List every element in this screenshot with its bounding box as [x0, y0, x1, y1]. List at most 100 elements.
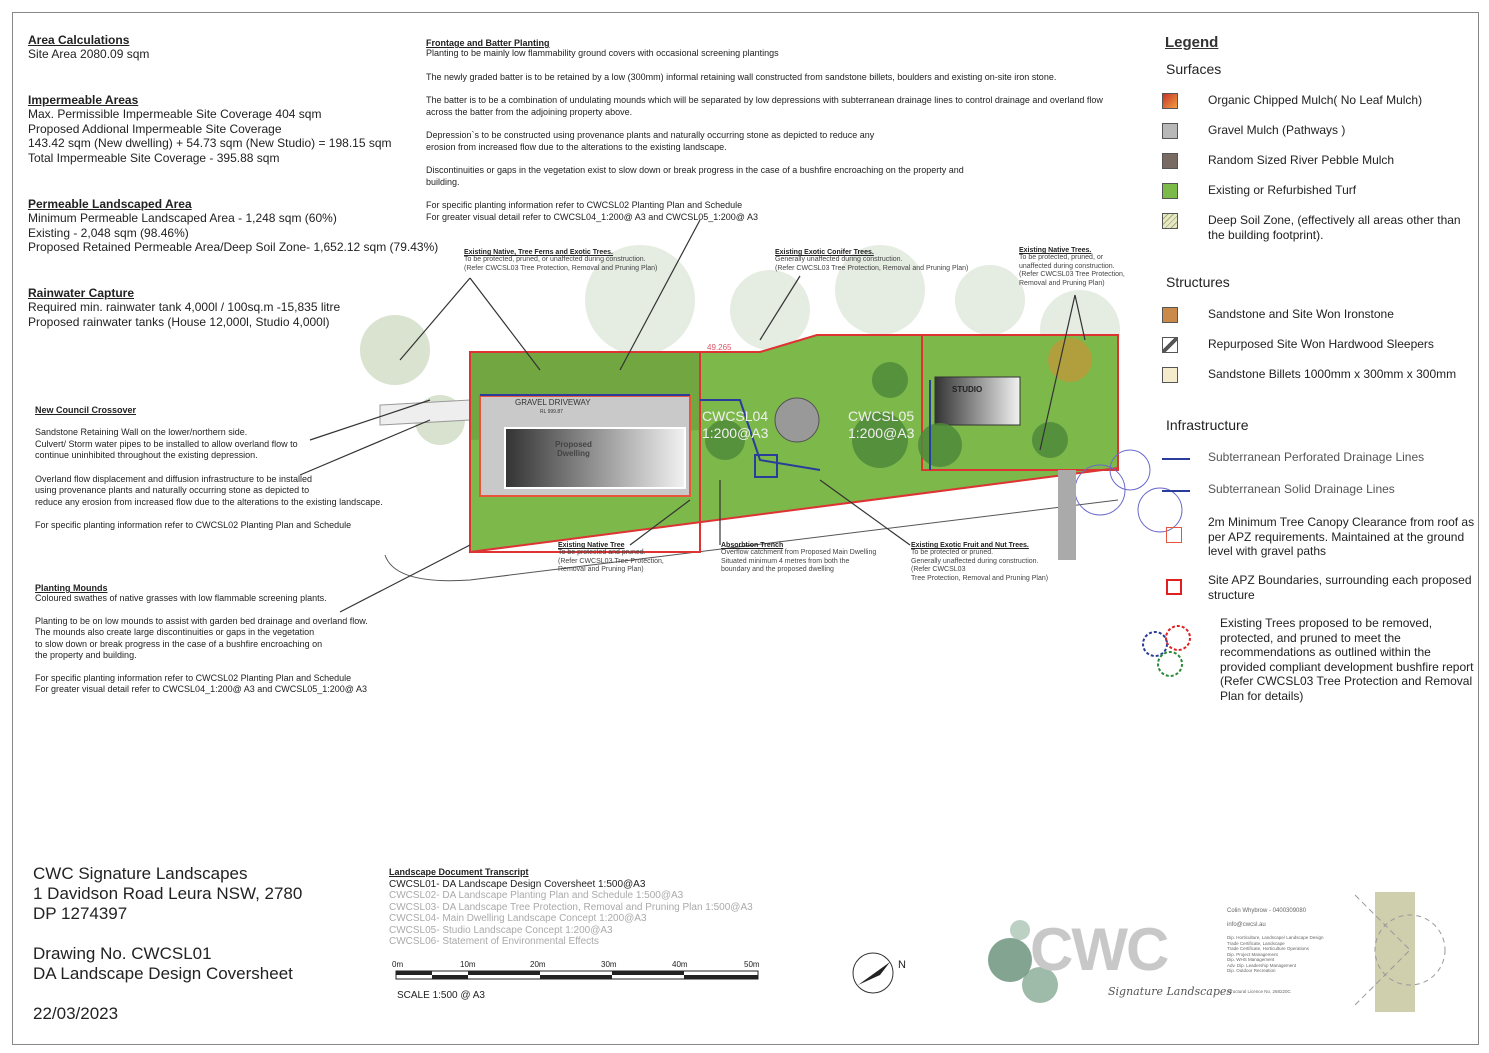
legend-item: Subterranean Perforated Drainage Lines	[1162, 450, 1477, 465]
north-arrow	[852, 952, 894, 994]
drawing-number: Drawing No. CWCSL01	[33, 944, 212, 963]
scale-label: SCALE 1:500 @ A3	[397, 990, 485, 1001]
line: Existing - 2,048 sqm (98.46%)	[28, 225, 189, 240]
legend-section-surfaces: Surfaces	[1166, 61, 1222, 77]
para: Planting to be mainly low flammability g…	[426, 48, 779, 58]
scale-tick: 40m	[672, 960, 688, 969]
contact-block: Colin Whybrow - 0400309080 info@cwcsl.au…	[1227, 908, 1324, 995]
callout-text: To be protected and pruned. (Refer CWCSL…	[558, 549, 664, 573]
heading: Planting Mounds	[35, 583, 108, 593]
para: Coloured swathes of native grasses with …	[35, 593, 327, 603]
document-transcript: Landscape Document Transcript CWCSL01- D…	[389, 867, 753, 948]
licence-number: Structural Licence No. 268220C	[1227, 988, 1291, 994]
legend-item: Sandstone and Site Won Ironstone	[1162, 307, 1477, 323]
legend-label: Existing or Refurbished Turf	[1208, 183, 1357, 197]
callout-heading: Existing Native Tree	[558, 542, 625, 549]
road-boundary	[384, 499, 1119, 582]
legend-label: Gravel Mulch (Pathways )	[1208, 123, 1346, 137]
sandstone-billets-swatch-icon	[1162, 367, 1178, 383]
qualification: Dip. Horticulture, Landscape/ Landscape …	[1227, 935, 1324, 940]
qualification: Dip. Outdoor Recreation	[1227, 968, 1276, 973]
qualification: Trade Certificate, Landscape	[1227, 940, 1285, 946]
site-area: Site Area 2080.09 sqm	[28, 47, 150, 61]
callout-heading: Absorbtion Trench	[721, 542, 784, 549]
line: Minimum Permeable Landscaped Area - 1,24…	[28, 211, 337, 225]
para: Depression`s to be constructed using pro…	[426, 130, 875, 152]
date: 22/03/2023	[33, 1004, 119, 1023]
callout-text: Overflow catchment from Proposed Main Dw…	[721, 549, 877, 573]
legend-label: Existing Trees proposed to be removed, p…	[1220, 616, 1474, 703]
qualification: Dip. WHS Management	[1227, 957, 1275, 962]
legend-label: Repurposed Site Won Hardwood Sleepers	[1208, 337, 1434, 351]
line: Proposed Addional Impermeable Site Cover…	[28, 121, 282, 136]
apz-boundary-icon	[1166, 579, 1182, 595]
tree-removal-icon	[1142, 625, 1191, 677]
heading: Rainwater Capture	[28, 286, 135, 300]
legend-label: Sandstone and Site Won Ironstone	[1208, 307, 1394, 321]
contact-email[interactable]: info@cwcsl.au	[1227, 922, 1266, 928]
perforated-drain-line-icon	[1162, 458, 1190, 460]
organic-mulch-swatch-icon	[1162, 93, 1178, 109]
heading: Permeable Landscaped Area	[28, 197, 192, 211]
legend-section-structures: Structures	[1166, 274, 1230, 290]
rl-label: RL 999.87	[540, 409, 563, 415]
legend-item: Random Sized River Pebble Mulch	[1162, 153, 1477, 169]
para: The batter is to be a combination of und…	[426, 95, 1103, 117]
drawing-title: DA Landscape Design Coversheet	[33, 964, 293, 983]
legend-item: Subterranean Solid Drainage Lines	[1162, 482, 1477, 497]
legend-label: 2m Minimum Tree Canopy Clearance from ro…	[1208, 515, 1475, 558]
callout-heading: Existing Exotic Conifer Trees.	[775, 249, 874, 256]
callout: Existing Native, Tree Ferns and Exotic T…	[464, 249, 657, 273]
legend-label: Organic Chipped Mulch( No Leaf Mulch)	[1208, 93, 1423, 107]
legend-label: Site APZ Boundaries, surrounding each pr…	[1208, 573, 1472, 602]
sleepers-swatch-icon	[1162, 337, 1178, 353]
legend-section-infrastructure: Infrastructure	[1166, 417, 1249, 433]
transcript-item: CWCSL05- Studio Landscape Concept 1:200@…	[389, 924, 613, 936]
studio-label: STUDIO	[952, 385, 983, 394]
apz-boundary-dwelling	[469, 351, 701, 553]
legend-item: Repurposed Site Won Hardwood Sleepers	[1162, 337, 1477, 353]
callout-heading: Existing Exotic Fruit and Nut Trees.	[911, 542, 1029, 549]
background-trees	[360, 245, 1120, 445]
transcript-item: CWCSL03- DA Landscape Tree Protection, R…	[389, 901, 753, 913]
line: 143.42 sqm (New dwelling) + 54.73 sqm (N…	[28, 136, 392, 150]
legend-item: Gravel Mulch (Pathways )	[1162, 123, 1477, 139]
north-label: N	[898, 959, 906, 971]
contact-name: Colin Whybrow - 0400309080	[1227, 908, 1307, 914]
scale-tick: 30m	[601, 960, 617, 969]
deposited-plan: DP 1274397	[33, 904, 128, 923]
scale-tick: 0m	[392, 960, 404, 969]
scale-tick: 50m	[744, 960, 760, 969]
legend-item: Existing or Refurbished Turf	[1162, 183, 1477, 199]
transcript-item: CWCSL04- Main Dwelling Landscape Concept…	[389, 913, 647, 924]
scale-tick: 10m	[460, 960, 476, 969]
planting-mounds-notes: Planting Mounds Coloured swathes of nati…	[35, 583, 435, 696]
para: The newly graded batter is to be retaine…	[426, 71, 1057, 82]
callout-text: To be protected, pruned, or unaffected d…	[464, 256, 658, 272]
para: For specific planting information refer …	[35, 520, 352, 530]
rainwater-capture: Rainwater Capture Required min. rainwate…	[28, 286, 340, 329]
address: 1 Davidson Road Leura NSW, 2780	[33, 884, 303, 903]
heading: Landscape Document Transcript	[389, 867, 529, 877]
frontage-notes: Frontage and Batter Planting Planting to…	[426, 38, 1146, 223]
company-name: CWC Signature Landscapes	[33, 864, 248, 883]
para: For specific planting information refer …	[426, 200, 758, 222]
corner-graphic	[1354, 892, 1446, 1012]
callout: Existing Exotic Conifer Trees.Generally …	[775, 249, 968, 273]
heading: Impermeable Areas	[28, 93, 139, 107]
callout-heading: Existing Native Trees.	[1019, 247, 1092, 254]
logo-text: CWC	[1030, 916, 1169, 983]
absorption-trench	[754, 454, 778, 478]
transcript-item: CWCSL06- Statement of Environmental Effe…	[389, 936, 599, 947]
gravel-circle	[774, 397, 820, 443]
solid-drain-line-icon	[1162, 490, 1190, 492]
drainage-lines	[480, 380, 931, 471]
studio-building	[934, 376, 1021, 426]
legend-item: Site APZ Boundaries, surrounding each pr…	[1162, 573, 1477, 602]
callout: Existing Exotic Fruit and Nut Trees.To b…	[911, 542, 1048, 583]
heading: Frontage and Batter Planting	[426, 38, 550, 48]
gravel-mulch-swatch-icon	[1162, 123, 1178, 139]
